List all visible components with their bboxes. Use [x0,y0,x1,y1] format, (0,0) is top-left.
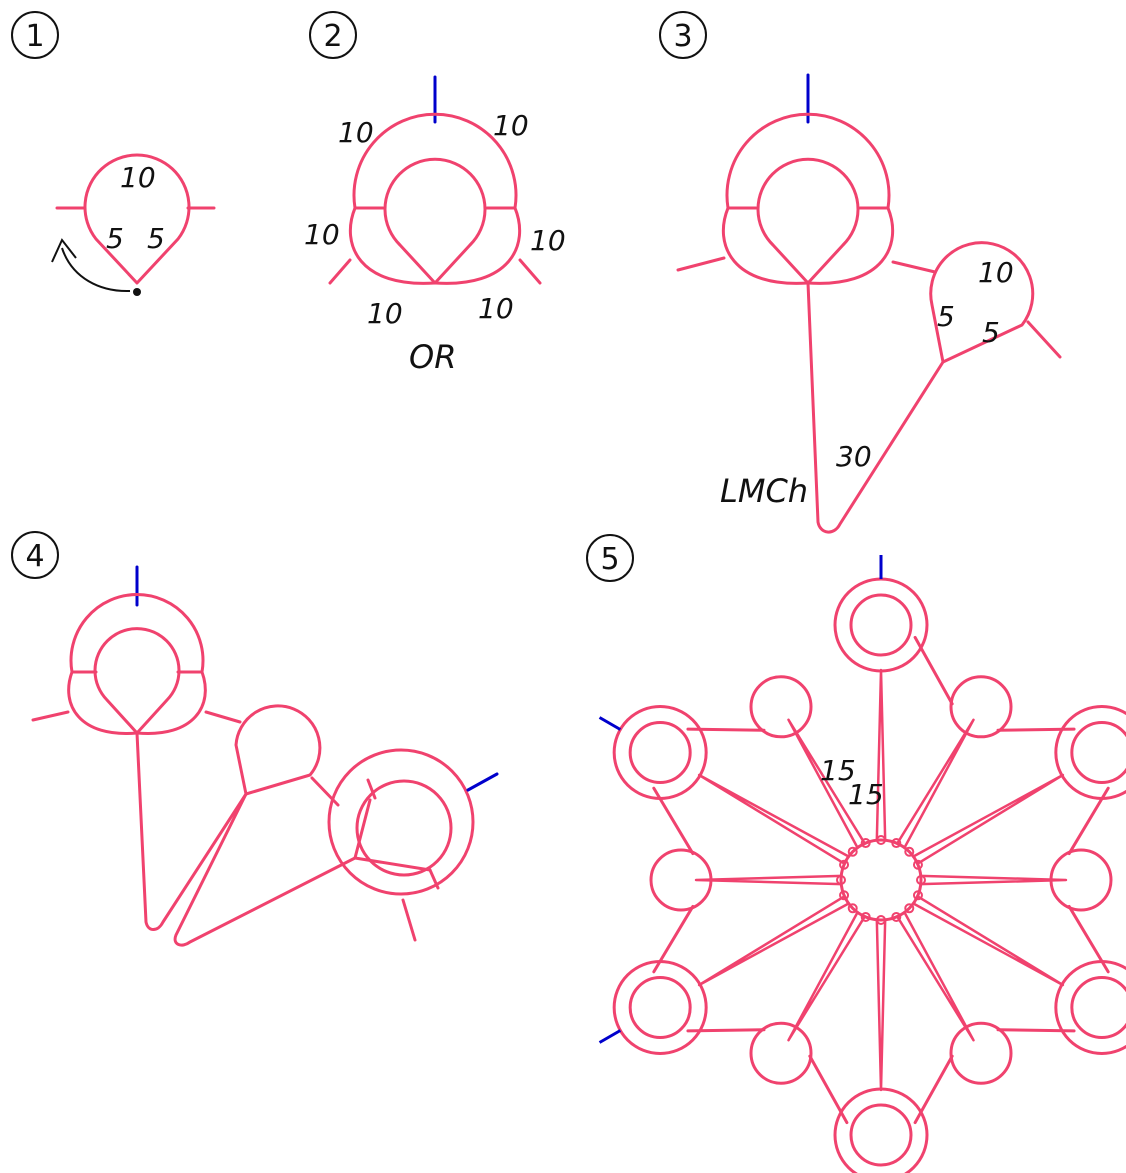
step-2-number: 2 [323,19,342,54]
join-picot [598,1029,622,1044]
step2-ml-count: 10 [304,218,340,251]
center-picot [847,846,858,857]
step3-chain-count: 30 [836,440,872,473]
medallion-small-ring [649,848,713,912]
medallion-cluster-outer [833,1087,929,1173]
medallion-cluster-outer [612,960,708,1055]
medallion-small-ring [949,675,1013,739]
step-3-cluster: 10 5 5 30 LMCh [676,73,1062,534]
center-ring [839,838,923,922]
step-5-number: 5 [600,542,619,577]
center-picot [912,859,923,870]
start-dot-icon [133,288,141,296]
medallion-link [913,1054,954,1125]
center-picot [891,838,902,849]
step-5-marker: 5 [586,534,634,582]
medallion-small-ring [749,675,813,739]
medallion-cluster-inner [628,976,692,1039]
medallion-link [808,1054,849,1125]
medallion-cluster-inner [628,721,692,784]
medallion-chain [875,668,887,842]
medallion-link [1067,786,1110,856]
step-1-marker: 1 [11,11,59,59]
medallion-chain [875,918,887,1092]
step1-right-count: 5 [147,222,165,255]
step3-ring-right-count: 5 [982,316,1000,349]
medallion-cluster-inner [1070,721,1126,784]
step-1-number: 1 [25,19,44,54]
medallion-small-ring [1049,848,1113,912]
step-5-medallion [598,555,1126,1173]
medallion-link [686,727,766,732]
center-picot [912,890,923,901]
medallion-cluster-outer [612,705,708,800]
step-5-labels: 15 15 [820,754,884,811]
step1-top-count: 10 [120,161,156,194]
medallion-cluster-inner [849,1103,913,1167]
step2-tr-count: 10 [493,109,529,142]
medallion-chain [919,874,1068,886]
step2-mr-count: 10 [530,224,566,257]
step1-left-count: 5 [106,222,124,255]
step-3-marker: 3 [659,11,707,59]
step2-bl-count: 10 [367,297,403,330]
step-2-cluster: 10 10 10 10 10 10 OR [304,75,566,376]
medallion-link [913,635,954,706]
lmch-label: LMCh [720,472,808,510]
medallion-cluster-outer [1054,705,1126,800]
medallion-chain [787,911,866,1042]
medallion-small-ring [749,1021,813,1085]
medallion-cluster-outer [833,577,929,673]
medallion-link [652,786,695,856]
or-label: OR [409,338,456,376]
curved-arrow-icon [61,247,131,293]
center-picot [847,903,858,914]
medallion-chain [896,911,975,1042]
center-picot [904,846,915,857]
step-3-number: 3 [673,19,692,54]
center-picot [839,890,850,901]
step2-tl-count: 10 [338,116,374,149]
center-picot [839,859,850,870]
medallion-link [1067,904,1110,974]
medallion-cluster-inner [1070,976,1126,1039]
step-4-marker: 4 [11,531,59,579]
step3-ring-top-count: 10 [978,256,1014,289]
step3-ring-left-count: 5 [937,300,955,333]
step5-chain-a-count: 15 [820,754,856,787]
center-picot [904,903,915,914]
step-4-cluster [31,565,499,947]
medallion-cluster-outer [1054,960,1126,1055]
step5-chain-b-count: 15 [848,778,884,811]
center-picot [891,911,902,922]
join-picot [598,716,622,731]
center-picot [860,911,871,922]
medallion-small-ring [949,1021,1013,1085]
medallion-chain [787,718,866,849]
medallion-chain [694,874,843,886]
center-picot [860,838,871,849]
step2-br-count: 10 [478,292,514,325]
step-4-number: 4 [25,539,44,574]
step-2-marker: 2 [309,11,357,59]
medallion-cluster-inner [849,593,913,657]
medallion-link [996,727,1076,732]
step-1-ring: 10 5 5 [51,153,216,296]
medallion-link [996,1028,1076,1033]
medallion-link [686,1028,766,1033]
medallion-chain [896,718,975,849]
medallion-link [652,904,695,974]
